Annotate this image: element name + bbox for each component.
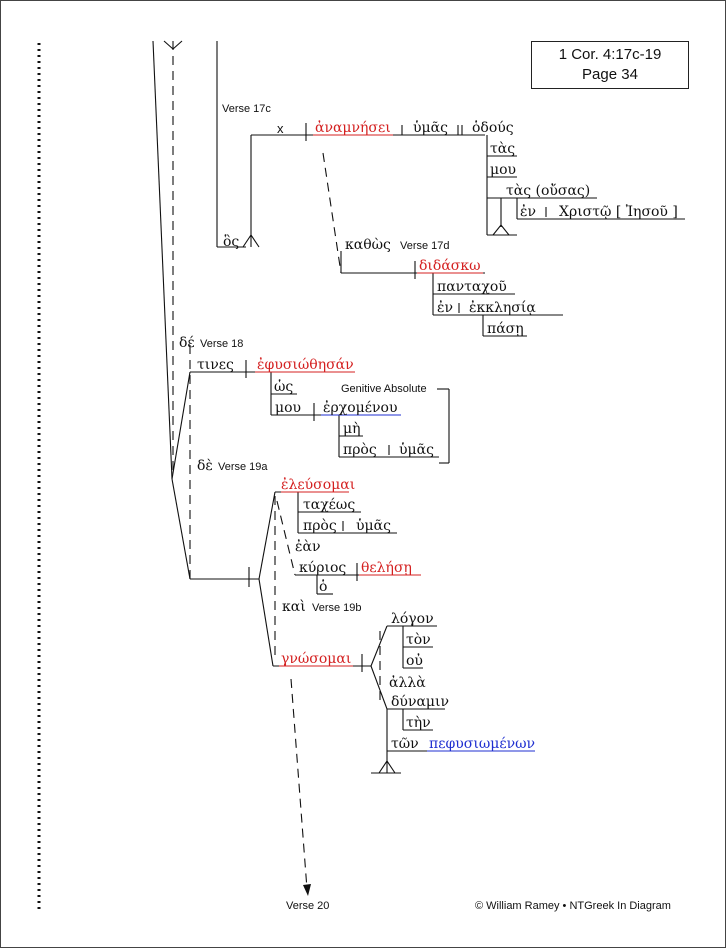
word-ton-2: τῶν <box>391 736 419 752</box>
word-ephusiothesan: ἐφυσιώθησάν <box>257 356 354 373</box>
label-verse-20: Verse 20 <box>286 900 329 912</box>
word-ean: ἐὰν <box>295 538 320 555</box>
label-verse-17c: Verse 17c <box>222 103 271 115</box>
word-hos: ὃς <box>223 233 239 250</box>
word-alla: ἀλλὰ <box>389 674 426 691</box>
word-ekklesia: ἐκκλησίᾳ <box>469 299 536 316</box>
word-kai: καὶ <box>282 598 306 615</box>
word-anamnesei: ἀναμνήσει <box>315 119 391 136</box>
word-kathos: καθὼς <box>345 237 391 253</box>
word-dunamin: δύναμιν <box>391 694 449 710</box>
word-tines: τινες <box>197 357 234 373</box>
word-tas-ousas: τὰς (οὔσας) <box>506 182 590 199</box>
word-gnosomai: γνώσομαι <box>281 651 351 667</box>
label-verse-19a: Verse 19a <box>218 461 268 473</box>
word-humas-2: ὑμᾶς <box>399 441 434 458</box>
word-pantachou: πανταχοῦ <box>437 279 507 295</box>
label-verse-19b: Verse 19b <box>312 602 362 614</box>
word-ten: τὴν <box>406 715 431 731</box>
verse20-arrow-line <box>290 678 308 890</box>
word-hodous: ὁδούς <box>472 119 514 136</box>
word-tacheos: ταχέως <box>303 496 355 513</box>
word-en-1: ἐν <box>520 203 536 220</box>
passage-reference: 1 Cor. 4:17c-19 <box>558 46 662 63</box>
label-verse-17d: Verse 17d <box>400 240 450 252</box>
label-genitive-absolute: Genitive Absolute <box>341 383 427 395</box>
word-mou-1: μου <box>490 162 516 178</box>
word-pephusiomenon: πεφυσιωμένων <box>429 735 535 752</box>
word-de-1: δέ <box>179 334 195 351</box>
word-pros-1: πρὸς <box>343 442 377 458</box>
word-thelese: θελήσῃ <box>361 560 412 576</box>
word-ou: οὐ <box>406 652 423 669</box>
word-humas-1: ὑμᾶς <box>413 119 448 136</box>
word-erchomenou: ἐρχομένου <box>323 399 397 416</box>
word-de-2: δὲ <box>197 457 213 474</box>
copyright-notice: © William Ramey • NTGreek In Diagram <box>475 900 671 912</box>
word-me: μὴ <box>343 421 361 437</box>
word-humas-3: ὑμᾶς <box>356 517 391 534</box>
main-line <box>152 40 173 480</box>
word-christo-iesou: Χριστῷ [ Ἰησοῦ ] <box>559 203 678 220</box>
word-ton-1: τὸν <box>406 632 431 648</box>
word-logon: λόγον <box>391 611 434 627</box>
word-kurios: κύριος <box>299 560 346 576</box>
relative-pronoun-marker <box>242 234 260 248</box>
word-pase: πάσῃ <box>487 321 524 337</box>
arrow-down-icon <box>303 884 311 896</box>
page-number: Page 34 <box>582 66 638 83</box>
top-fork-left <box>163 40 174 50</box>
reference-box: 1 Cor. 4:17c-19 Page 34 <box>531 41 689 89</box>
word-x: x <box>277 121 284 136</box>
word-hos-2: ὡς <box>274 378 293 395</box>
word-mou-2: μου <box>275 400 301 416</box>
word-pros-2: πρὸς <box>303 518 337 534</box>
top-fork-right <box>172 40 183 50</box>
v17d-dashed-connector <box>322 152 342 274</box>
word-didasko: διδάσκω <box>419 258 481 274</box>
label-verse-18: Verse 18 <box>200 338 243 350</box>
word-eleusomai: ἐλεύσομαι <box>281 476 355 493</box>
word-tas-1: τὰς <box>490 141 515 157</box>
word-ho: ὁ <box>319 578 327 595</box>
word-en-2: ἐν <box>437 299 453 316</box>
